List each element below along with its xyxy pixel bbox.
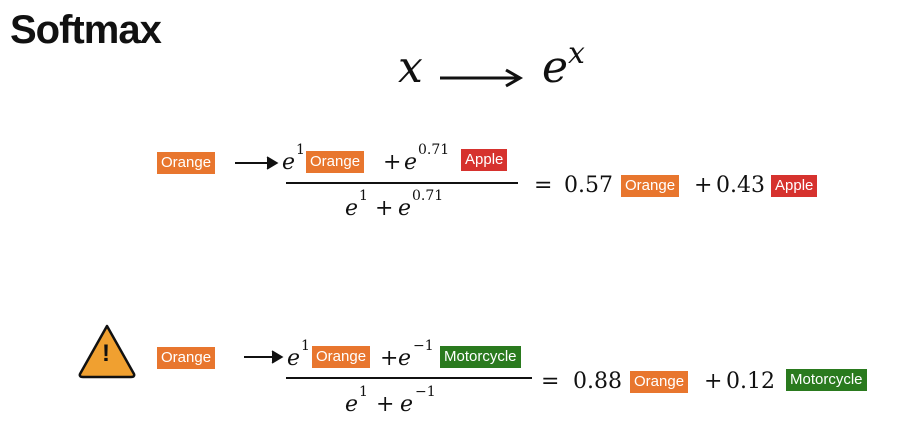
num-tag-apple: Apple xyxy=(461,149,508,171)
result-tag-orange: Orange xyxy=(621,175,680,197)
den-term2-base: e xyxy=(398,196,412,221)
mapping-lhs: x xyxy=(398,42,423,93)
input-tag-orange-2: Orange xyxy=(157,347,216,369)
input-arrow-icon-2 xyxy=(244,350,284,364)
den2-term2-exp: −1 xyxy=(415,384,436,400)
num-term1-exp: 1 xyxy=(296,142,305,158)
result-coef-apple: 0.43 xyxy=(716,173,765,198)
den-term1-base: e xyxy=(345,196,359,221)
num2-term2-base: e xyxy=(398,346,412,371)
mapping-rhs-exp: x xyxy=(568,36,585,71)
result2-coef-motorcycle: 0.12 xyxy=(726,369,775,394)
result2-tag-orange: Orange xyxy=(630,371,689,393)
result2-equals: = xyxy=(541,369,560,394)
slide-title: Softmax xyxy=(10,8,162,52)
mapping-rhs-base: e xyxy=(542,42,569,93)
num-plus: + xyxy=(383,150,402,175)
num-tag-orange: Orange xyxy=(306,151,365,173)
result-coef-orange: 0.57 xyxy=(564,173,613,198)
num2-plus: + xyxy=(380,346,399,371)
den-term2-exp: 0.71 xyxy=(412,188,444,204)
den2-plus: + xyxy=(376,392,395,417)
den2-term2-base: e xyxy=(400,392,414,417)
den-term1-exp: 1 xyxy=(359,188,368,204)
den2-term1-base: e xyxy=(345,392,359,417)
result2-plus: + xyxy=(704,369,723,394)
input-tag-orange: Orange xyxy=(157,152,216,174)
num2-term2-exp: −1 xyxy=(413,338,434,354)
den2-term1-exp: 1 xyxy=(359,384,368,400)
warning-symbol: ! xyxy=(102,340,110,367)
mapping-arrow-icon xyxy=(440,68,524,88)
result-tag-apple: Apple xyxy=(771,175,818,197)
num-term2-exp: 0.71 xyxy=(418,142,450,158)
warning-triangle-icon xyxy=(78,324,136,379)
num2-tag-motorcycle: Motorcycle xyxy=(440,346,521,368)
den-plus: + xyxy=(375,196,394,221)
num2-term1-base: e xyxy=(287,346,301,371)
input-arrow-icon xyxy=(235,156,279,170)
result2-coef-orange: 0.88 xyxy=(573,369,622,394)
result2-tag-motorcycle: Motorcycle xyxy=(786,369,867,391)
result-plus: + xyxy=(694,173,713,198)
num2-term1-exp: 1 xyxy=(301,338,310,354)
fraction-bar xyxy=(286,182,518,184)
num2-tag-orange: Orange xyxy=(312,346,371,368)
result-equals: = xyxy=(534,173,553,198)
num-term1-base: e xyxy=(282,150,296,175)
fraction-bar-2 xyxy=(286,377,532,379)
mapping-formula: x e x xyxy=(398,36,598,102)
num-term2-base: e xyxy=(404,150,418,175)
